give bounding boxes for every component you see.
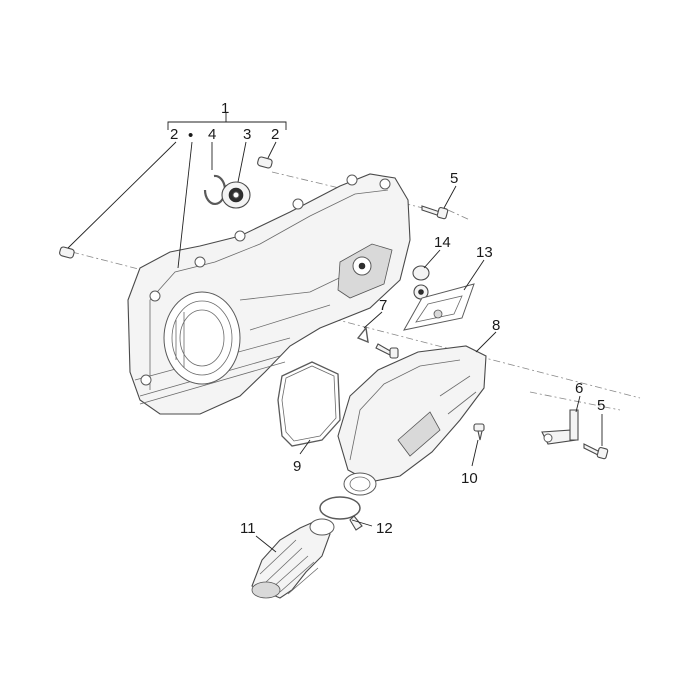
callout-8: 8: [492, 317, 500, 334]
callout-4: 4: [208, 126, 216, 143]
leader-lines: [67, 141, 603, 553]
callout-2-right: 2: [271, 126, 279, 143]
callout-7: 7: [379, 297, 387, 314]
callout-14: 14: [434, 234, 451, 251]
bearing: [221, 181, 251, 209]
callout-13: 13: [476, 244, 493, 261]
callout-12: 12: [376, 520, 393, 537]
screw-10: [473, 423, 485, 441]
bolt-lower: [583, 443, 609, 460]
dowel-pin-left: [59, 246, 75, 259]
mounting-bracket: [541, 409, 579, 445]
cover-gasket: [277, 361, 341, 447]
callout-2-left: 2: [170, 126, 178, 143]
dowel-pin-right: [257, 156, 273, 169]
circlip: [203, 174, 227, 206]
group-bracket-1: [167, 112, 287, 130]
transmission-cover: [127, 173, 411, 415]
callout-6: 6: [575, 380, 583, 397]
callout-labels: 1 2 • 4 3 2 5 14 13 7 8 6 5 9 10 11 12: [170, 100, 605, 537]
spring-clip: [356, 326, 369, 344]
callout-11: 11: [240, 520, 256, 537]
intake-bellows: [251, 518, 335, 599]
callout-5-lower: 5: [597, 397, 605, 414]
screw-7: [375, 343, 399, 359]
air-duct-cover: [337, 345, 487, 496]
callout-3: 3: [243, 126, 251, 143]
callout-10: 10: [461, 470, 478, 487]
bolt-upper: [421, 205, 449, 220]
callout-9: 9: [293, 458, 301, 475]
callout-5-upper: 5: [450, 170, 458, 187]
grommet: [412, 265, 430, 300]
callout-bullet: •: [188, 127, 193, 144]
callout-1: 1: [221, 100, 229, 117]
emblem-plate: [403, 283, 475, 331]
